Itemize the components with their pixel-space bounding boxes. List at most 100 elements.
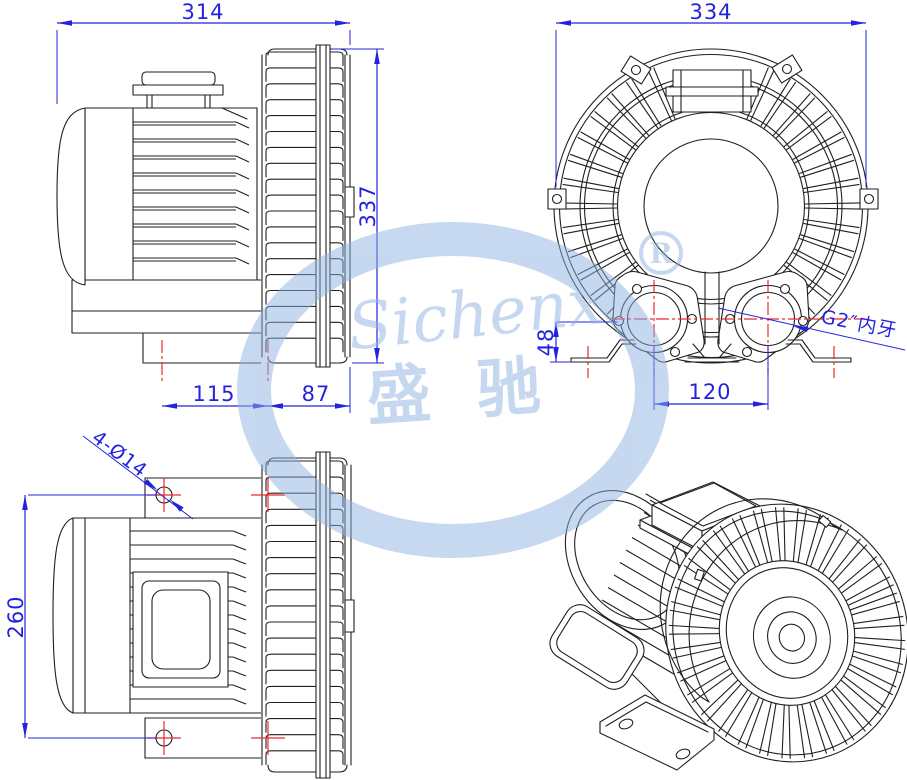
radial-fin — [792, 252, 842, 281]
iso-ring-fin — [831, 544, 868, 584]
radial-fin — [783, 110, 828, 148]
mount-hole-callout: 4-Ø14 — [88, 426, 152, 482]
iso-ring-fin — [758, 701, 773, 754]
iso-ring-fin — [676, 655, 726, 674]
iso-ring-fin — [688, 557, 732, 591]
port-thread-label: G2″内牙 — [819, 306, 899, 342]
fin-row — [265, 557, 344, 572]
fin-row — [265, 573, 344, 588]
dim-overall-width: 314 — [181, 0, 224, 24]
iso-hub — [752, 596, 831, 679]
fin-edge — [235, 257, 250, 265]
front-view-housing-rings — [553, 48, 869, 364]
iso-ring-fin — [718, 688, 749, 732]
dimension-arrow — [374, 348, 380, 363]
iso-ring-fin — [842, 675, 886, 709]
mount-tab-right — [859, 188, 879, 210]
iso-ring-fin — [672, 646, 723, 659]
iso-ring-fin — [702, 539, 740, 581]
side-view-dimensions: 314 337 115 87 — [56, 0, 384, 413]
port-flange-right — [717, 270, 810, 363]
fin-edge — [232, 572, 247, 579]
radial-fin — [631, 78, 662, 127]
iso-blower-ring — [665, 503, 907, 763]
mount-tab-left — [547, 188, 567, 210]
fin-row — [265, 637, 344, 653]
iso-ring-fin — [801, 703, 814, 758]
radial-fin — [799, 153, 852, 175]
fin-row — [265, 701, 344, 717]
foot-hole — [618, 718, 634, 730]
radial-fins — [560, 67, 862, 319]
radial-fin — [594, 110, 639, 148]
dimension-arrow — [268, 403, 283, 409]
dimension-arrow — [793, 326, 809, 333]
radial-fin — [560, 202, 618, 205]
iso-ring-fin — [828, 538, 861, 580]
iso-ring-fin — [813, 699, 835, 752]
top-view-terminal-box — [132, 571, 229, 688]
iso-ring-fins — [668, 507, 906, 759]
fin-row — [265, 718, 344, 733]
dim-port-spacing: 120 — [688, 380, 731, 404]
iso-ring-fin — [848, 663, 897, 688]
iso-ring-fin — [788, 704, 791, 759]
dimension-arrow — [57, 20, 72, 26]
top-view-motor — [52, 517, 263, 714]
fin-edge — [235, 240, 250, 248]
isometric-view — [549, 481, 907, 771]
radial-fin — [567, 159, 622, 178]
fin-row — [265, 51, 344, 66]
radial-fin — [803, 183, 860, 194]
registered-mark-circle — [639, 231, 683, 275]
radial-fin — [625, 81, 659, 129]
radial-fin — [804, 202, 862, 205]
fin-edge — [232, 558, 247, 565]
front-view-foot-right — [785, 339, 852, 363]
fin-edge — [235, 155, 250, 163]
dimension-arrow — [374, 49, 380, 64]
radial-fin — [804, 207, 862, 210]
iso-ring-fin — [830, 688, 866, 732]
motor-cooling-fins — [133, 121, 250, 265]
iso-ring-fin — [840, 562, 883, 595]
radial-fin — [606, 97, 647, 139]
fin-row — [265, 115, 344, 130]
watermark-ring — [237, 222, 669, 558]
fin-edge — [235, 223, 250, 231]
fin-edge — [235, 189, 250, 197]
iso-ring-fin — [670, 641, 722, 651]
iso-ring-fin — [737, 696, 760, 745]
radial-fin — [647, 69, 672, 121]
dimension-arrow — [553, 347, 559, 362]
iso-ring-fin — [817, 524, 842, 572]
fin-row — [265, 210, 344, 225]
fin-row — [265, 194, 344, 210]
fin-row — [265, 162, 344, 178]
dimension-arrow — [170, 499, 184, 512]
radial-fin — [560, 207, 618, 210]
fin-edge — [232, 670, 247, 677]
iso-ring-fin — [774, 507, 781, 562]
radial-fin — [653, 67, 676, 120]
dimension-arrow — [556, 20, 571, 26]
radial-fin — [800, 159, 855, 178]
fin-row — [265, 99, 344, 114]
iso-ring-fin — [669, 609, 721, 621]
dimension-arrow — [335, 20, 350, 26]
iso-ring-fin — [719, 525, 750, 573]
radial-fin — [590, 115, 636, 151]
iso-ring-fin — [837, 555, 878, 591]
front-view-terminal-box — [665, 69, 759, 113]
dim-base-overhang: 87 — [302, 382, 331, 406]
iso-ring-fin — [824, 693, 855, 741]
fin-row — [265, 83, 344, 98]
iso-ring-fin — [839, 678, 882, 716]
fin-row — [265, 734, 344, 749]
housing-strap — [315, 44, 331, 368]
iso-foot-bracket — [599, 694, 715, 771]
fin-row — [265, 589, 344, 604]
iso-ring-fin — [844, 576, 891, 602]
fin-edge — [232, 698, 247, 705]
